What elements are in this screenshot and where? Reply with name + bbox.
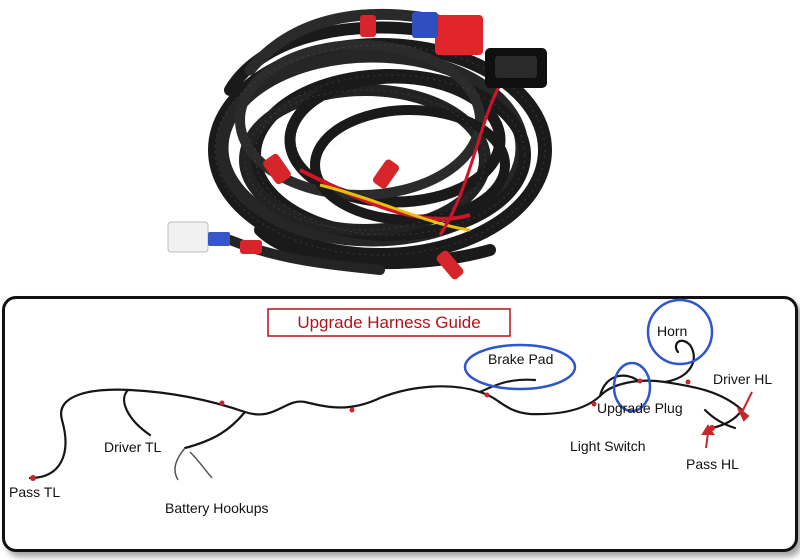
battery-wires <box>174 447 213 481</box>
label-horn: Horn <box>657 323 687 339</box>
hl-arrows <box>701 391 753 449</box>
label-battery-hookups: Battery Hookups <box>165 500 269 516</box>
label-pass-hl: Pass HL <box>686 456 739 472</box>
label-upgrade-plug: Upgrade Plug <box>597 400 683 416</box>
harness-photo <box>167 8 552 280</box>
red-connector <box>435 15 483 55</box>
tape-markers <box>30 378 715 481</box>
label-light-switch: Light Switch <box>570 438 645 454</box>
upgrade-plug-callout <box>612 361 652 413</box>
label-pass-tl: Pass TL <box>9 484 60 500</box>
label-brake-pad: Brake Pad <box>488 351 553 367</box>
label-driver-hl: Driver HL <box>713 371 772 387</box>
harness-guide-card <box>2 296 798 552</box>
horn-callout <box>646 298 714 366</box>
label-driver-tl: Driver TL <box>104 439 162 455</box>
guide-title: Upgrade Harness Guide <box>297 313 480 332</box>
title-box <box>267 308 511 337</box>
brake-pad-callout <box>463 343 577 391</box>
